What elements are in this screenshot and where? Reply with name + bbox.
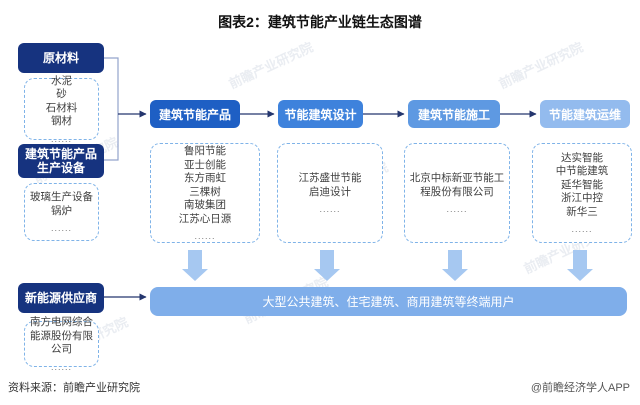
watermark-text: 前瞻产业研究院: [226, 39, 316, 92]
down-arrow: [314, 250, 340, 281]
watermark-text: 前瞻产业研究院: [496, 39, 586, 92]
chain-box-operations: 节能建筑运维: [540, 100, 630, 128]
list-item: 砂: [56, 88, 67, 100]
company-item: 亚士创能: [184, 158, 226, 171]
company-item: 北京中标新亚节能工程股份有限公司: [409, 172, 505, 198]
chain-box-products: 建筑节能产品: [150, 100, 240, 128]
ellipsis: ......: [50, 361, 72, 372]
end-users-bar: 大型公共建筑、住宅建筑、商用建筑等终端用户: [150, 287, 627, 316]
down-arrow: [567, 250, 593, 281]
chain-box-design: 节能建筑设计: [278, 100, 363, 128]
company-item: 南玻集团: [184, 199, 226, 211]
design-companies: 江苏盛世节能 启迪设计 ......: [277, 143, 383, 243]
construction-companies: 北京中标新亚节能工程股份有限公司 ......: [404, 143, 510, 243]
raw-materials-label: 原材料: [18, 43, 104, 73]
list-item: 玻璃生产设备: [30, 191, 93, 203]
ellipsis: ......: [50, 133, 72, 144]
new-energy-label: 新能源供应商: [18, 283, 104, 313]
company-item: 江苏盛世节能: [298, 172, 362, 184]
credit-note: @前瞻经济学人APP: [530, 382, 630, 394]
down-arrow: [442, 250, 468, 281]
ellipsis: ......: [319, 204, 341, 214]
source-note: 资料来源：前瞻产业研究院: [8, 382, 140, 394]
company-item: 新华三: [566, 205, 598, 218]
ellipsis: ......: [50, 223, 72, 233]
new-energy-list: 南方电网综合能源股份有限公司 ......: [24, 316, 99, 371]
company-item: 启迪设计: [309, 185, 351, 198]
products-companies: 鲁阳节能 亚士创能 东方雨虹 三棵树 南玻集团 江苏心日源 ......: [150, 143, 260, 243]
chain-box-construction: 建筑节能施工: [408, 100, 500, 128]
company-item: 达实智能: [561, 151, 603, 164]
company-item: 三棵树: [189, 185, 221, 198]
list-item: 钢材: [51, 115, 72, 127]
ellipsis: ......: [194, 231, 216, 241]
raw-materials-list: 水泥 砂 石材料 钢材 ......: [24, 74, 99, 143]
bracket-line: [104, 57, 119, 161]
equipment-list: 玻璃生产设备 锅炉 ......: [24, 183, 99, 241]
company-item: 鲁阳节能: [184, 145, 226, 157]
company-item: 浙江中控: [561, 192, 603, 205]
ellipsis: ......: [446, 204, 468, 214]
ellipsis: ......: [571, 224, 593, 235]
company-item: 东方雨虹: [184, 172, 226, 184]
chart-title: 图表2：建筑节能产业链生态图谱: [218, 14, 422, 30]
company-item: 江苏心日源: [178, 212, 232, 225]
operations-companies: 达实智能 中节能建筑 延华智能 浙江中控 新华三 ......: [532, 143, 632, 243]
list-item: 石材料: [45, 101, 78, 114]
company-item: 中节能建筑: [555, 165, 609, 178]
company-item: 延华智能: [561, 178, 603, 191]
list-item: 南方电网综合能源股份有限公司: [30, 316, 93, 356]
down-arrow: [182, 250, 208, 281]
list-item: 水泥: [51, 74, 72, 87]
list-item: 锅炉: [51, 204, 72, 217]
equipment-label: 建筑节能产品 生产设备: [18, 144, 104, 178]
